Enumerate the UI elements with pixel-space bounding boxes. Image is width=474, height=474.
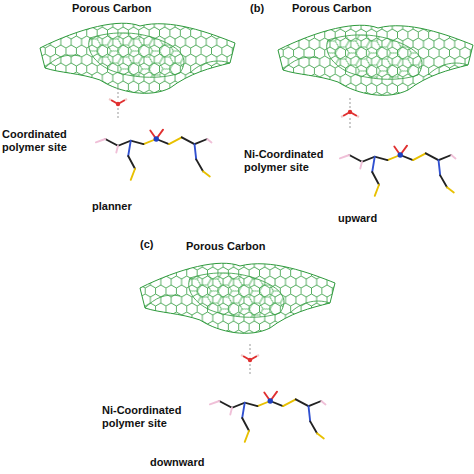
figure-label: (c) [140,238,153,251]
panel-caption: downward [150,456,204,469]
panel-caption: planner [92,200,132,213]
figure-label: Porous Carbon [186,240,265,253]
figure-label: Ni-Coordinated polymer site [102,404,192,430]
figure-label: Coordinated polymer site [2,128,82,154]
figure-label: Porous Carbon [72,2,151,15]
figure-label: Ni-Coordinated polymer site [244,148,328,174]
figure-label: (b) [250,2,264,15]
figure-label: Porous Carbon [292,2,371,15]
panel-caption: upward [338,212,377,225]
